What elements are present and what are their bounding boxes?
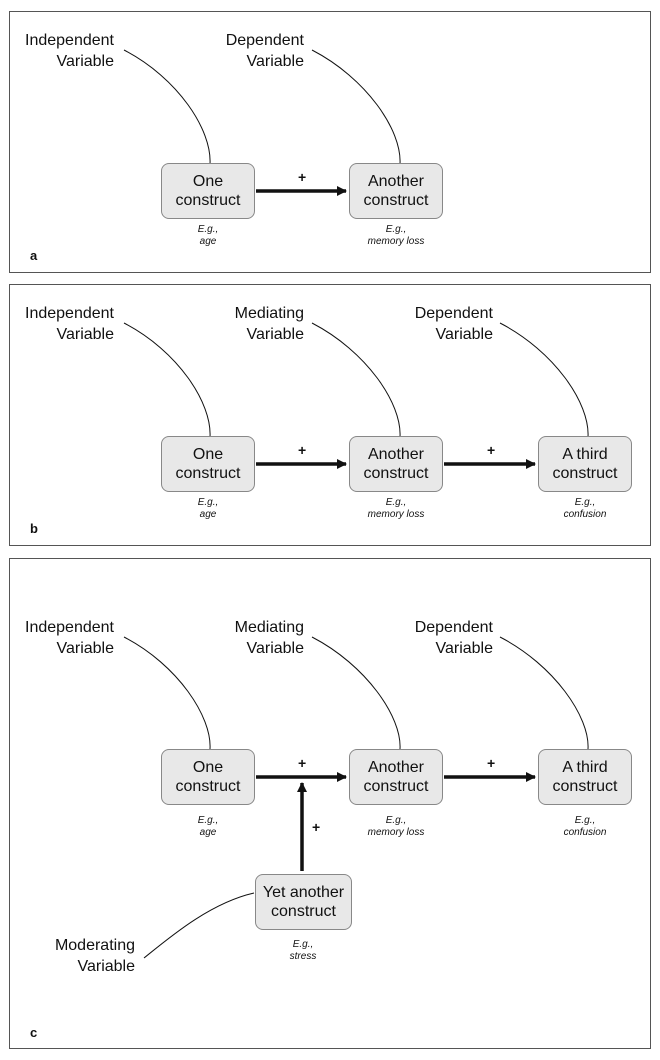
text-line: age bbox=[199, 509, 217, 520]
text-line: E.g., bbox=[385, 815, 407, 826]
text-line: confusion bbox=[563, 827, 607, 838]
example-one: E.g.,age bbox=[148, 815, 268, 839]
positive-sign-moderation: + bbox=[312, 819, 321, 835]
construct-box-one: One construct bbox=[161, 163, 255, 219]
panel-b-connectors bbox=[123, 322, 589, 469]
text-line: Another bbox=[367, 173, 425, 190]
text-line: construct bbox=[363, 465, 429, 482]
text-line: E.g., bbox=[385, 224, 407, 235]
example-third: E.g.,confusion bbox=[525, 815, 645, 839]
text-line: Another bbox=[367, 759, 425, 776]
text-line: construct bbox=[175, 778, 241, 795]
dependent-variable-label: Dependent Variable bbox=[414, 305, 493, 343]
independent-variable-label: Independent Variable bbox=[25, 619, 114, 657]
text-line: E.g., bbox=[292, 939, 314, 950]
diagram-panel-b: Independent Variable Mediating Variable … bbox=[9, 284, 651, 546]
example-yet-another: E.g.,stress bbox=[243, 939, 363, 963]
independent-variable-label: Independent Variable bbox=[25, 32, 114, 70]
panel-letter-c: c bbox=[30, 1025, 38, 1040]
text-line: A third bbox=[562, 446, 608, 463]
text-line: construct bbox=[552, 778, 618, 795]
text-line: memory loss bbox=[367, 827, 425, 838]
panel-letter-b: b bbox=[30, 521, 38, 536]
positive-sign-second: + bbox=[487, 755, 496, 771]
text-line: confusion bbox=[563, 509, 607, 520]
example-third: E.g.,confusion bbox=[525, 497, 645, 521]
panel-c-connectors bbox=[123, 636, 589, 959]
dependent-variable-leader-line bbox=[499, 322, 589, 438]
text-line: construct bbox=[271, 903, 336, 920]
text-line: construct bbox=[363, 778, 429, 795]
mediating-variable-leader-line bbox=[311, 636, 401, 750]
example-one: E.g.,age bbox=[148, 224, 268, 248]
text-line: Yet another bbox=[262, 884, 345, 901]
text-line: E.g., bbox=[385, 497, 407, 508]
text-line: construct bbox=[175, 465, 241, 482]
text-line: A third bbox=[562, 759, 608, 776]
construct-box-one: One construct bbox=[161, 436, 255, 492]
text-line: stress bbox=[289, 951, 317, 962]
dependent-variable-leader-line bbox=[499, 636, 589, 750]
text-line: E.g., bbox=[197, 497, 219, 508]
example-one: E.g.,age bbox=[148, 497, 268, 521]
diagram-panel-c: Independent Variable Mediating Variable … bbox=[9, 558, 651, 1049]
text-line: memory loss bbox=[367, 236, 425, 247]
independent-variable-leader-line bbox=[123, 49, 211, 165]
mediating-variable-label: Mediating Variable bbox=[234, 305, 304, 343]
construct-box-another: Another construct bbox=[349, 436, 443, 492]
text-line: One bbox=[192, 446, 224, 463]
text-line: E.g., bbox=[574, 815, 596, 826]
positive-sign-second: + bbox=[487, 442, 496, 458]
positive-sign-first: + bbox=[298, 755, 307, 771]
independent-variable-leader-line bbox=[123, 636, 211, 750]
positive-sign: + bbox=[298, 169, 307, 185]
text-line: memory loss bbox=[367, 509, 425, 520]
diagram-panel-a: Independent Variable Dependent Variable … bbox=[9, 11, 651, 273]
mediating-variable-leader-line bbox=[311, 322, 401, 438]
text-line: One bbox=[192, 759, 224, 776]
text-line: construct bbox=[363, 192, 429, 209]
example-another: E.g.,memory loss bbox=[336, 224, 456, 248]
construct-box-another: Another construct bbox=[349, 163, 443, 219]
dependent-variable-leader-line bbox=[311, 49, 401, 165]
construct-box-third: A third construct bbox=[538, 749, 632, 805]
panel-letter-a: a bbox=[30, 248, 38, 263]
mediating-variable-label: Mediating Variable bbox=[234, 619, 304, 657]
construct-box-third: A third construct bbox=[538, 436, 632, 492]
text-line: Another bbox=[367, 446, 425, 463]
text-line: age bbox=[199, 827, 217, 838]
moderating-variable-leader-line bbox=[143, 892, 255, 959]
independent-variable-leader-line bbox=[123, 322, 211, 438]
text-line: construct bbox=[552, 465, 618, 482]
text-line: E.g., bbox=[197, 224, 219, 235]
dependent-variable-label: Dependent Variable bbox=[225, 32, 304, 70]
dependent-variable-label: Dependent Variable bbox=[414, 619, 493, 657]
construct-box-yet-another: Yet another construct bbox=[255, 874, 352, 930]
construct-box-one: One construct bbox=[161, 749, 255, 805]
independent-variable-label: Independent Variable bbox=[25, 305, 114, 343]
positive-sign-first: + bbox=[298, 442, 307, 458]
example-another: E.g.,memory loss bbox=[336, 815, 456, 839]
text-line: One bbox=[192, 173, 224, 190]
example-another: E.g.,memory loss bbox=[336, 497, 456, 521]
moderating-variable-label: Moderating Variable bbox=[54, 937, 135, 975]
panel-a-connectors bbox=[123, 49, 401, 196]
text-line: construct bbox=[175, 192, 241, 209]
text-line: age bbox=[199, 236, 217, 247]
text-line: E.g., bbox=[574, 497, 596, 508]
construct-box-another: Another construct bbox=[349, 749, 443, 805]
text-line: E.g., bbox=[197, 815, 219, 826]
